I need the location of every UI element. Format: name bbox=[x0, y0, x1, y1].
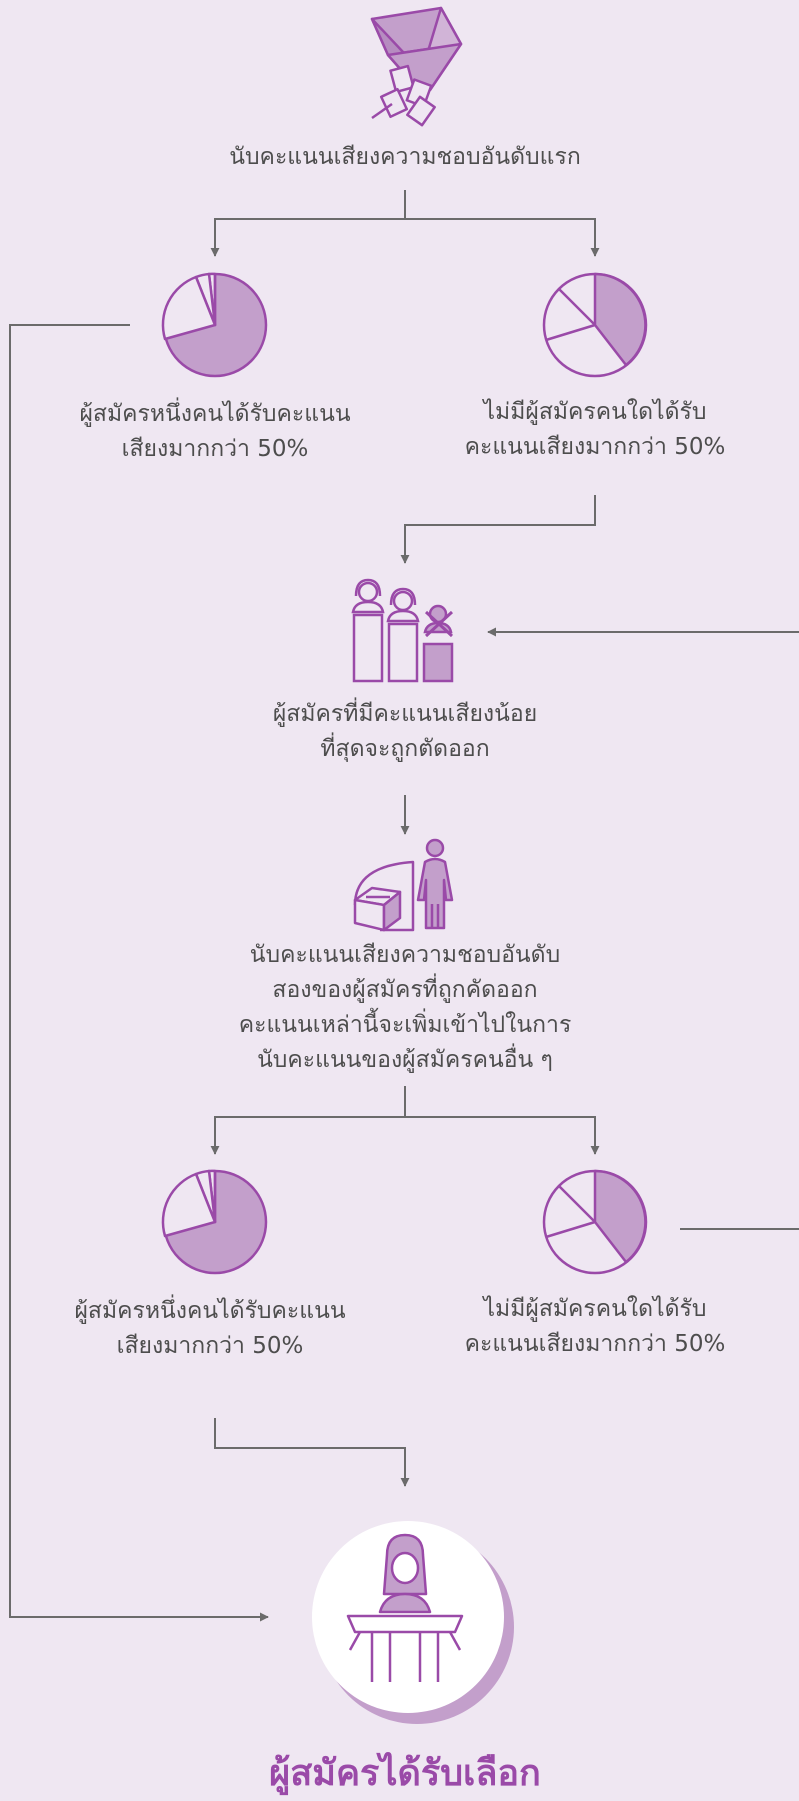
eliminate-label: ผู้สมัครที่มีคะแนนเสียงน้อย ที่สุดจะถูกต… bbox=[272, 701, 538, 762]
pie-no-majority-icon bbox=[542, 1169, 648, 1275]
no-majority-1-label: ไม่มีผู้สมัครคนใดได้รับ คะแนนเสียงมากกว่… bbox=[464, 399, 726, 460]
candidates-elimination-icon bbox=[351, 578, 454, 683]
majority-2-label: ผู้สมัครหนึ่งคนได้รับคะแนน เสียงมากกว่า … bbox=[74, 1298, 346, 1359]
arrow-majority-2-to-elected bbox=[214, 1418, 410, 1487]
pie-no-majority-icon bbox=[542, 272, 648, 378]
redistribute-label: นับคะแนนเสียงความชอบอันดับ สองของผู้สมัค… bbox=[238, 942, 572, 1073]
arrow-to-no-majority-1 bbox=[405, 218, 600, 257]
arrow-to-majority-1 bbox=[210, 190, 406, 257]
ballot-box-icon bbox=[370, 6, 463, 127]
pie-majority-icon bbox=[161, 272, 268, 378]
pie-majority-icon bbox=[161, 1169, 268, 1275]
majority-1-label: ผู้สมัครหนึ่งคนได้รับคะแนน เสียงมากกว่า … bbox=[79, 401, 351, 462]
no-majority-2-label: ไม่มีผู้สมัครคนใดได้รับ คะแนนเสียงมากกว่… bbox=[464, 1296, 726, 1357]
arrow-to-no-majority-2 bbox=[405, 1116, 600, 1155]
vote-transfer-icon bbox=[353, 838, 454, 932]
arrow-to-eliminate bbox=[400, 495, 596, 564]
elected-label: ผู้สมัครได้รับเลือก bbox=[269, 1753, 541, 1794]
elected-candidate-icon bbox=[312, 1521, 514, 1724]
connectors bbox=[9, 190, 799, 1622]
first-count-label: นับคะแนนเสียงความชอบอันดับแรก bbox=[229, 144, 581, 170]
arrow-majority-1-to-elected bbox=[9, 324, 269, 1622]
arrow-to-majority-2 bbox=[210, 1086, 406, 1155]
